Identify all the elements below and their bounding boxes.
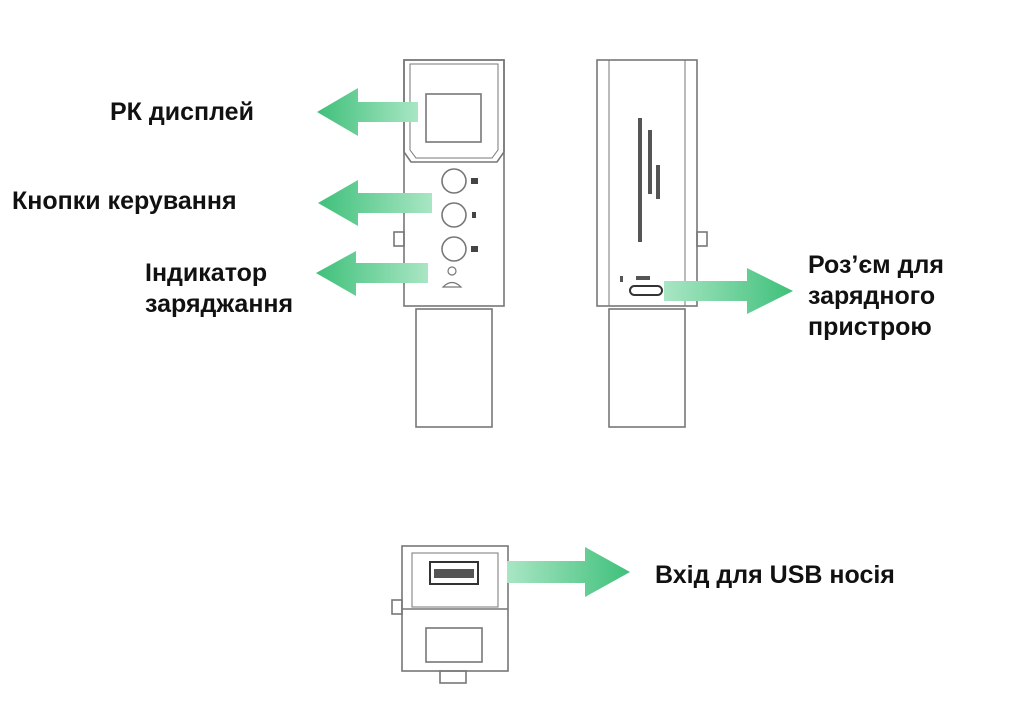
- label-line: Кнопки керування: [12, 187, 237, 215]
- lcd-display-label: РК дисплей: [110, 97, 254, 128]
- lcd-screen: [425, 93, 482, 143]
- label-line: Роз’єм для: [808, 251, 944, 279]
- control-buttons-label: Кнопки керування: [12, 186, 237, 217]
- display-housing: [403, 59, 505, 163]
- arrow-buttons: [318, 180, 432, 226]
- usb-side-nub: [391, 599, 403, 615]
- front-plug: [415, 308, 493, 428]
- usb-port: [429, 561, 479, 585]
- label-line: зарядного: [808, 282, 936, 310]
- front-view: [393, 59, 505, 428]
- arrow-indicator: [316, 251, 428, 296]
- charging-port: [629, 285, 663, 296]
- front-side-nub: [393, 231, 405, 247]
- control-button-top: [441, 168, 467, 194]
- label-line: РК дисплей: [110, 98, 254, 126]
- bottom-slot: [425, 627, 483, 663]
- usb-input-label: Вхід для USB носія: [655, 560, 895, 591]
- charging-indicator-led: [447, 266, 457, 276]
- battery-icon: [441, 281, 463, 288]
- arrow-display: [317, 88, 418, 136]
- control-button-bottom: [441, 236, 467, 262]
- charging-indicator-label: Індикатор заряджання: [145, 258, 293, 320]
- label-line: заряджання: [145, 290, 294, 318]
- charger-connector-label: Роз’єм для зарядного пристрою: [808, 250, 944, 343]
- side-plug: [608, 308, 686, 428]
- control-button-middle: [441, 202, 467, 228]
- usb-view: [391, 545, 509, 684]
- usb-bottom-nub: [439, 670, 467, 684]
- spec-print: [620, 118, 660, 282]
- arrow-connector: [664, 268, 793, 314]
- label-line: Вхід для USB носія: [655, 561, 895, 589]
- side-body: [596, 59, 698, 307]
- arrow-usb: [507, 547, 630, 597]
- label-line: пристрою: [808, 313, 932, 341]
- side-nub: [696, 231, 708, 247]
- label-line: Індикатор: [145, 259, 268, 287]
- callout-arrows: [316, 88, 793, 597]
- side-view: [596, 59, 708, 428]
